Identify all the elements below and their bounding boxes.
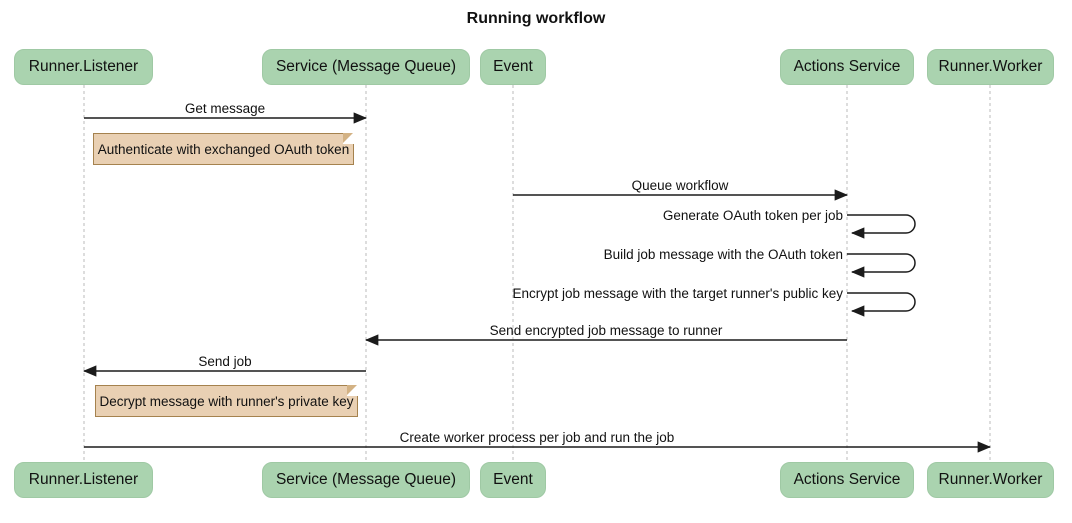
note-fold-icon (347, 385, 358, 396)
diagram-title: Running workflow (466, 10, 606, 27)
actor-runner-worker-top: Runner.Worker (927, 49, 1054, 85)
actor-runner-listener-bottom: Runner.Listener (14, 462, 153, 498)
selfloop-encrypt-job-message (847, 292, 916, 317)
actor-service-message-queue-bottom: Service (Message Queue) (262, 462, 470, 498)
selfloop-build-job-message (847, 253, 916, 278)
message-label-get-message: Get message (184, 101, 266, 116)
actor-service-message-queue-top: Service (Message Queue) (262, 49, 470, 85)
message-label-generate-oauth-token: Generate OAuth token per job (662, 208, 843, 223)
message-label-create-worker-process: Create worker process per job and run th… (399, 430, 675, 445)
selfloop-generate-oauth-token (847, 214, 916, 239)
message-label-send-job: Send job (198, 354, 252, 369)
message-label-queue-workflow: Queue workflow (631, 178, 729, 193)
note-decrypt-private-key: Decrypt message with runner's private ke… (95, 385, 358, 417)
actor-actions-service-top: Actions Service (780, 49, 914, 85)
actor-actions-service-bottom: Actions Service (780, 462, 914, 498)
actor-event-bottom: Event (480, 462, 546, 498)
note-fold-icon (343, 133, 354, 144)
message-label-encrypt-job-message: Encrypt job message with the target runn… (512, 286, 844, 301)
note-decrypt-private-key-text: Decrypt message with runner's private ke… (99, 393, 354, 409)
actor-event-top: Event (480, 49, 546, 85)
note-authenticate-oauth-text: Authenticate with exchanged OAuth token (97, 141, 350, 157)
actor-runner-listener-top: Runner.Listener (14, 49, 153, 85)
message-label-build-job-message: Build job message with the OAuth token (603, 247, 843, 262)
note-authenticate-oauth: Authenticate with exchanged OAuth token (93, 133, 354, 165)
message-label-send-encrypted-job-message: Send encrypted job message to runner (489, 323, 723, 338)
actor-runner-worker-bottom: Runner.Worker (927, 462, 1054, 498)
